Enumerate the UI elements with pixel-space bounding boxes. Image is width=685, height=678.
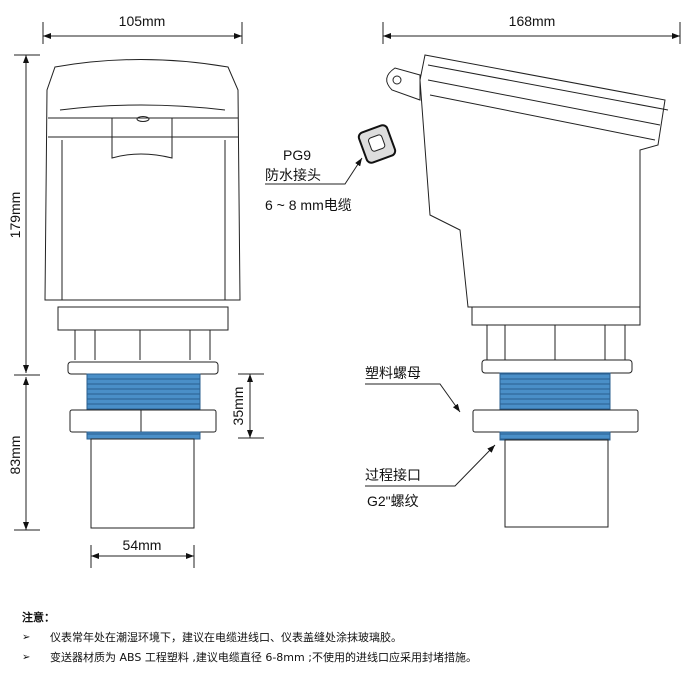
dim-housing-height: 179mm (7, 192, 23, 239)
dimension-lines (14, 22, 681, 568)
nut-label: 塑料螺母 (365, 365, 421, 381)
dimension-drawing: 105mm 168mm 179mm 83mm 35mm 54mm PG9 防水接… (7, 13, 681, 568)
notes-section: 注意： ➢ 仪表常年处在潮湿环境下，建议在电缆进线口、仪表盖缝处涂抹玻璃胶。 ➢… (22, 608, 477, 668)
note-item: ➢ 变送器材质为 ABS 工程塑料 ,建议电缆直径 6-8mm ;不使用的进线口… (22, 648, 477, 668)
dim-lower-height: 83mm (7, 436, 23, 475)
notes-title: 注意： (22, 611, 55, 624)
gland-cable-label: 6 ~ 8 mm电缆 (265, 197, 352, 213)
dim-front-width: 105mm (119, 13, 166, 29)
front-view (44, 59, 241, 529)
dim-thread-length: 35mm (230, 387, 246, 426)
note-item: ➢ 仪表常年处在潮湿环境下，建议在电缆进线口、仪表盖缝处涂抹玻璃胶。 (22, 628, 477, 648)
bullet-arrow-icon: ➢ (22, 632, 31, 643)
gland-model-label: PG9 (283, 147, 311, 163)
note-text: 变送器材质为 ABS 工程塑料 ,建议电缆直径 6-8mm ;不使用的进线口应采… (50, 651, 477, 664)
thread-spec-label: G2"螺纹 (367, 493, 419, 509)
bullet-arrow-icon: ➢ (22, 652, 31, 663)
process-connection-label: 过程接口 (365, 467, 421, 483)
dim-side-width: 168mm (509, 13, 556, 29)
cable-gland (357, 124, 397, 164)
side-view (357, 54, 669, 528)
note-text: 仪表常年处在潮湿环境下，建议在电缆进线口、仪表盖缝处涂抹玻璃胶。 (50, 631, 402, 644)
dim-sensor-diameter: 54mm (123, 537, 162, 553)
gland-name-label: 防水接头 (265, 167, 321, 183)
